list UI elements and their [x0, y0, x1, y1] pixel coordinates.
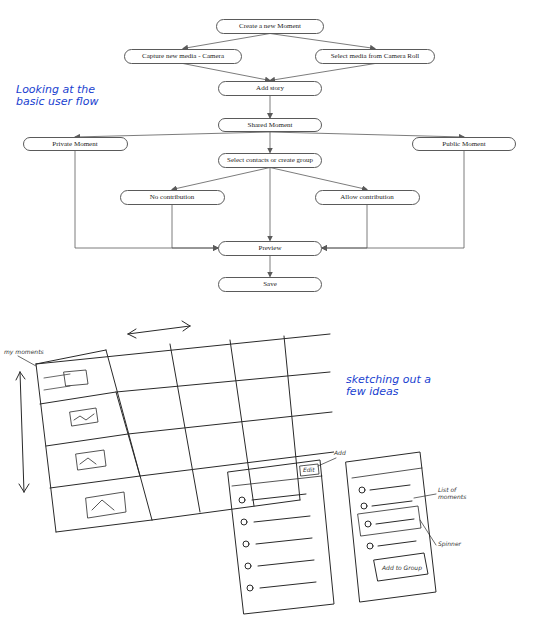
process-box: Public Moment	[412, 137, 516, 151]
box-label: Capture new media - Camera	[142, 52, 224, 60]
sketch-annotation: Edit	[303, 466, 315, 473]
flow-connector	[172, 205, 218, 249]
flow-connector	[183, 64, 270, 81]
flow-connector	[270, 168, 367, 190]
flow-connector	[270, 64, 375, 81]
flow-connector	[270, 34, 375, 49]
process-box: Add story	[218, 81, 322, 96]
box-label: Add story	[256, 84, 284, 92]
sketch-annotation: List of moments	[438, 486, 482, 500]
process-box: Select contacts or create group	[218, 153, 322, 168]
flow-connector	[172, 168, 270, 190]
box-label: Allow contribution	[340, 193, 393, 201]
sketch-annotation: Add to Group	[382, 564, 422, 571]
flow-connector	[322, 151, 464, 248]
handwritten-note: Looking at the basic user flow	[16, 84, 116, 108]
flow-connector	[270, 96, 271, 119]
process-box: Preview	[218, 241, 322, 256]
box-label: Public Moment	[442, 140, 485, 148]
box-label: Select media from Camera Roll	[331, 52, 420, 60]
box-label: Save	[263, 280, 277, 288]
flow-connector	[183, 34, 270, 49]
sketch-annotation: my moments	[4, 348, 44, 355]
flow-connector	[270, 256, 271, 277]
process-box: Allow contribution	[315, 190, 420, 205]
process-box: Save	[218, 277, 322, 292]
flow-connector	[270, 168, 271, 241]
process-box: Private Moment	[23, 137, 128, 151]
process-box: Select media from Camera Roll	[315, 49, 435, 64]
flow-connector	[270, 132, 271, 153]
box-label: Preview	[259, 244, 282, 252]
process-box: Create a new Moment	[216, 19, 324, 34]
box-label: Shared Moment	[248, 121, 293, 129]
flow-connector	[322, 205, 367, 249]
process-box: No contribution	[120, 190, 225, 205]
process-box: Shared Moment	[218, 118, 322, 132]
handwritten-note: sketching out a few ideas	[346, 374, 446, 398]
process-box: Capture new media - Camera	[124, 49, 242, 64]
box-label: No contribution	[150, 193, 195, 201]
sketch-annotation: Spinner	[438, 540, 461, 547]
box-label: Private Moment	[52, 140, 97, 148]
box-label: Select contacts or create group	[227, 156, 313, 164]
sketch-annotation: Add	[334, 449, 346, 456]
box-label: Create a new Moment	[239, 22, 301, 30]
